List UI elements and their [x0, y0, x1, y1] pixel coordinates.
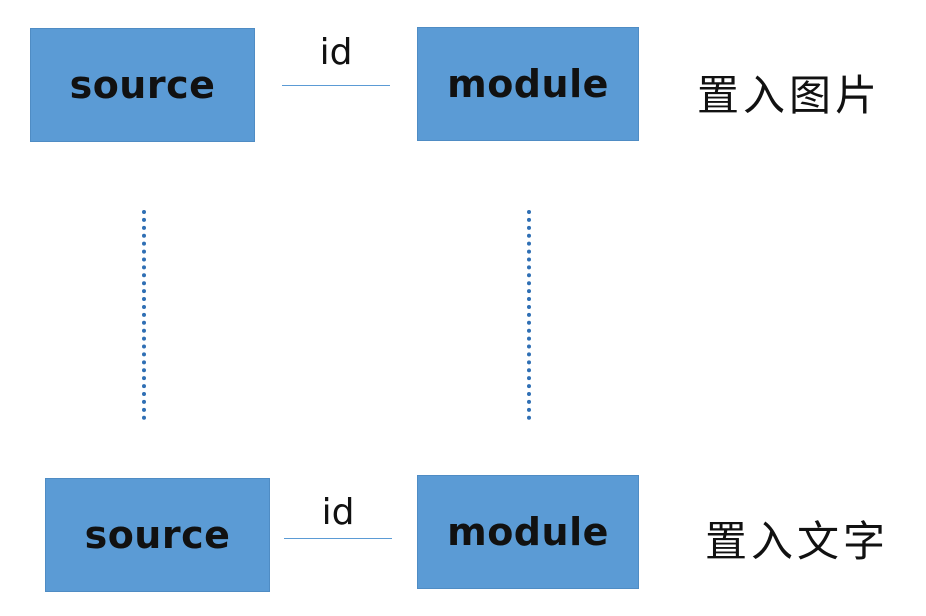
bottom-source-label: source: [84, 513, 231, 557]
right-dotted-connector: [527, 210, 531, 420]
top-link-label: id: [319, 32, 353, 73]
top-source-label: source: [69, 63, 216, 107]
bottom-link-label: id: [321, 492, 355, 533]
top-side-label: 置入图片: [697, 71, 882, 120]
bottom-side-label: 置入文字: [705, 517, 890, 566]
bottom-source-box: source: [45, 478, 270, 592]
top-module-label: module: [447, 62, 609, 106]
bottom-module-box: module: [417, 475, 639, 589]
top-module-box: module: [417, 27, 639, 141]
left-dotted-connector: [142, 210, 146, 420]
top-source-box: source: [30, 28, 255, 142]
bottom-module-label: module: [447, 510, 609, 554]
bottom-link-line: [284, 538, 392, 539]
top-link-line: [282, 85, 390, 86]
